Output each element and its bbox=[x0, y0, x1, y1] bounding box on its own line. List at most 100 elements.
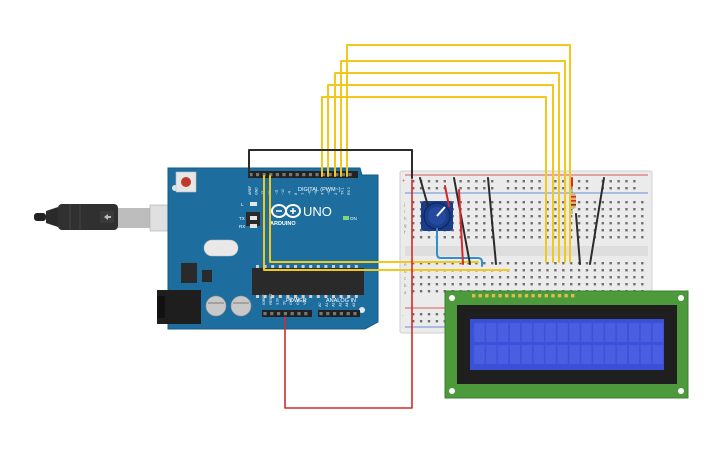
breadboard-hole[interactable] bbox=[459, 283, 462, 286]
breadboard-hole[interactable] bbox=[483, 222, 486, 225]
breadboard-hole[interactable] bbox=[522, 208, 525, 211]
breadboard-hole[interactable] bbox=[451, 262, 454, 265]
breadboard-hole[interactable] bbox=[577, 236, 581, 239]
header-pin-hole[interactable] bbox=[275, 173, 279, 177]
breadboard-hole[interactable] bbox=[538, 269, 541, 272]
breadboard-hole[interactable] bbox=[483, 229, 486, 232]
breadboard-hole[interactable] bbox=[570, 215, 573, 218]
breadboard-hole[interactable] bbox=[514, 269, 518, 272]
breadboard-hole[interactable] bbox=[546, 215, 549, 218]
breadboard-hole[interactable] bbox=[530, 276, 533, 279]
breadboard-hole[interactable] bbox=[467, 215, 470, 218]
breadboard-hole[interactable] bbox=[498, 215, 502, 218]
breadboard-hole[interactable] bbox=[514, 222, 518, 225]
breadboard-hole[interactable] bbox=[546, 276, 549, 279]
breadboard-hole[interactable] bbox=[522, 222, 525, 225]
breadboard-hole[interactable] bbox=[427, 236, 431, 239]
breadboard-hole[interactable] bbox=[491, 208, 494, 211]
breadboard-hole[interactable] bbox=[641, 222, 644, 225]
header-pin-hole[interactable] bbox=[297, 312, 301, 316]
breadboard-hole[interactable] bbox=[633, 222, 636, 225]
breadboard-hole[interactable] bbox=[498, 229, 502, 232]
breadboard-hole[interactable] bbox=[617, 229, 620, 232]
breadboard-hole[interactable] bbox=[609, 276, 612, 279]
breadboard-hole[interactable] bbox=[554, 215, 557, 218]
breadboard-hole[interactable] bbox=[562, 236, 565, 239]
breadboard-hole[interactable] bbox=[617, 222, 620, 225]
breadboard-hole[interactable] bbox=[498, 222, 502, 225]
breadboard-hole[interactable] bbox=[443, 283, 446, 286]
breadboard-hole[interactable] bbox=[641, 201, 644, 204]
breadboard-hole[interactable] bbox=[467, 236, 470, 239]
header-pin-hole[interactable] bbox=[326, 312, 330, 316]
breadboard-hole[interactable] bbox=[554, 269, 557, 272]
breadboard-hole[interactable] bbox=[554, 236, 557, 239]
breadboard-rail-hole[interactable] bbox=[419, 320, 423, 323]
breadboard-hole[interactable] bbox=[585, 201, 589, 204]
breadboard-hole[interactable] bbox=[467, 201, 470, 204]
header-pin-hole[interactable] bbox=[262, 173, 266, 177]
breadboard-rail-hole[interactable] bbox=[625, 187, 628, 190]
header-pin-hole[interactable] bbox=[269, 173, 273, 177]
breadboard-rail-hole[interactable] bbox=[577, 187, 581, 190]
breadboard-hole[interactable] bbox=[633, 208, 636, 211]
breadboard-rail-hole[interactable] bbox=[467, 187, 470, 190]
breadboard-hole[interactable] bbox=[577, 229, 581, 232]
breadboard-hole[interactable] bbox=[459, 262, 462, 265]
breadboard-hole[interactable] bbox=[419, 262, 423, 265]
breadboard-hole[interactable] bbox=[585, 222, 589, 225]
breadboard-hole[interactable] bbox=[530, 208, 533, 211]
header-pin-hole[interactable] bbox=[283, 312, 287, 316]
breadboard-hole[interactable] bbox=[530, 269, 533, 272]
breadboard-hole[interactable] bbox=[570, 262, 573, 265]
breadboard-hole[interactable] bbox=[506, 229, 510, 232]
breadboard-hole[interactable] bbox=[641, 276, 644, 279]
breadboard-hole[interactable] bbox=[467, 276, 470, 279]
breadboard-hole[interactable] bbox=[522, 276, 525, 279]
breadboard-rail-hole[interactable] bbox=[617, 187, 620, 190]
breadboard-rail-hole[interactable] bbox=[625, 180, 628, 183]
breadboard-hole[interactable] bbox=[593, 215, 597, 218]
breadboard-hole[interactable] bbox=[522, 229, 525, 232]
breadboard-hole[interactable] bbox=[546, 262, 549, 265]
breadboard-hole[interactable] bbox=[577, 276, 581, 279]
breadboard-hole[interactable] bbox=[427, 283, 431, 286]
header-pin-hole[interactable] bbox=[353, 312, 357, 316]
breadboard-rail-hole[interactable] bbox=[585, 180, 589, 183]
breadboard-hole[interactable] bbox=[530, 229, 533, 232]
breadboard-hole[interactable] bbox=[538, 201, 541, 204]
breadboard-hole[interactable] bbox=[633, 262, 636, 265]
breadboard-hole[interactable] bbox=[562, 269, 565, 272]
breadboard-hole[interactable] bbox=[609, 269, 612, 272]
breadboard-hole[interactable] bbox=[577, 269, 581, 272]
breadboard-rail-hole[interactable] bbox=[491, 187, 494, 190]
breadboard-rail-hole[interactable] bbox=[412, 320, 415, 323]
breadboard-hole[interactable] bbox=[625, 201, 628, 204]
breadboard-hole[interactable] bbox=[498, 201, 502, 204]
breadboard-hole[interactable] bbox=[514, 229, 518, 232]
breadboard-hole[interactable] bbox=[617, 269, 620, 272]
breadboard-hole[interactable] bbox=[514, 236, 518, 239]
breadboard-hole[interactable] bbox=[538, 236, 541, 239]
breadboard-hole[interactable] bbox=[577, 201, 581, 204]
breadboard-hole[interactable] bbox=[546, 201, 549, 204]
breadboard-hole[interactable] bbox=[570, 269, 573, 272]
breadboard-hole[interactable] bbox=[609, 208, 612, 211]
breadboard-rail-hole[interactable] bbox=[435, 313, 439, 316]
breadboard-hole[interactable] bbox=[554, 208, 557, 211]
breadboard-hole[interactable] bbox=[625, 269, 628, 272]
breadboard-hole[interactable] bbox=[609, 283, 612, 286]
breadboard-hole[interactable] bbox=[451, 283, 454, 286]
breadboard-hole[interactable] bbox=[641, 208, 644, 211]
breadboard-hole[interactable] bbox=[459, 276, 462, 279]
breadboard-hole[interactable] bbox=[625, 222, 628, 225]
breadboard-hole[interactable] bbox=[633, 236, 636, 239]
breadboard-hole[interactable] bbox=[467, 208, 470, 211]
breadboard-hole[interactable] bbox=[593, 201, 597, 204]
breadboard-hole[interactable] bbox=[491, 276, 494, 279]
breadboard-hole[interactable] bbox=[506, 208, 510, 211]
breadboard-rail-hole[interactable] bbox=[577, 180, 581, 183]
breadboard-hole[interactable] bbox=[419, 276, 423, 279]
breadboard-hole[interactable] bbox=[475, 208, 478, 211]
breadboard-hole[interactable] bbox=[601, 236, 604, 239]
